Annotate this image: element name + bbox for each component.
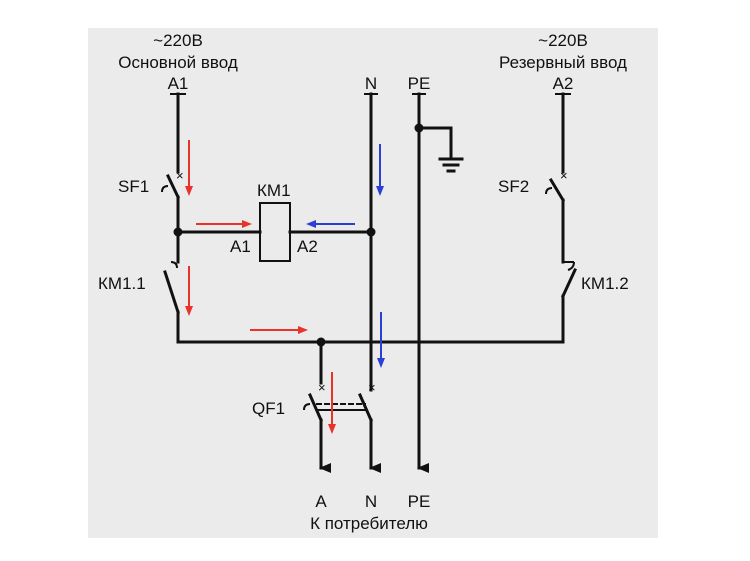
reserve-phase-line: × — [545, 92, 577, 344]
main-phase-label: А1 — [168, 74, 189, 93]
reserve-phase-label: А2 — [553, 74, 574, 93]
reserve-input-label: Резервный ввод — [499, 53, 627, 72]
svg-text:×: × — [560, 168, 568, 183]
sf1-label: SF1 — [118, 177, 149, 196]
svg-text:×: × — [176, 168, 184, 183]
km1-coil — [259, 202, 291, 262]
km1-label: КМ1 — [257, 181, 291, 200]
neutral-top-label: N — [365, 74, 377, 93]
phase-flow-arrows — [185, 140, 336, 434]
coil-a1-label: А1 — [230, 237, 251, 256]
km1-2-label: КМ1.2 — [581, 274, 629, 293]
main-input-label: Основной ввод — [118, 53, 238, 72]
qf1-label: QF1 — [252, 399, 285, 418]
neutral-line — [364, 92, 378, 392]
sf2-label: SF2 — [498, 177, 529, 196]
output-pe-label: PE — [408, 492, 431, 511]
main-voltage-label: ~220В — [153, 31, 203, 50]
output-n-label: N — [365, 492, 377, 511]
pe-line — [412, 92, 453, 473]
ground-icon — [438, 157, 464, 173]
neutral-flow-arrows — [306, 144, 385, 368]
svg-text:×: × — [318, 380, 326, 395]
consumer-label: К потребителю — [310, 514, 428, 533]
main-phase-line: × — [161, 92, 186, 344]
coil-a2-label: А2 — [297, 237, 318, 256]
reserve-voltage-label: ~220В — [538, 31, 588, 50]
km1-1-label: КМ1.1 — [98, 274, 146, 293]
output-a-label: А — [315, 492, 327, 511]
a1-junction-dot — [173, 227, 183, 237]
pe-top-label: PE — [408, 74, 431, 93]
qf1-breaker: × × — [303, 340, 381, 473]
svg-text:×: × — [368, 380, 376, 395]
